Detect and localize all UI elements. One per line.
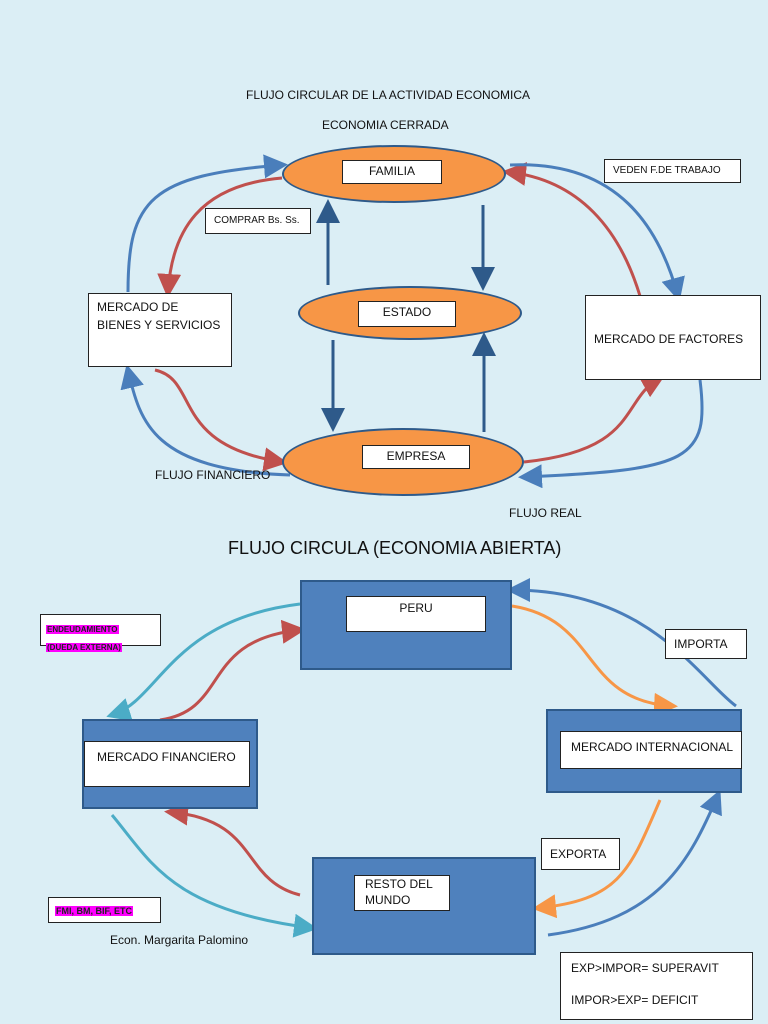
resto-mundo-node: RESTO DEL MUNDO — [312, 857, 536, 955]
empresa-node: EMPRESA — [282, 428, 524, 496]
flow-peru-to-financiero — [106, 602, 301, 722]
flow-internacional-to-resto — [532, 799, 662, 919]
mercado-internacional-label: MERCADO INTERNACIONAL — [560, 731, 742, 769]
author-label: Econ. Margarita Palomino — [110, 933, 249, 947]
mercado-factores-box: MERCADO DE FACTORES — [585, 295, 761, 380]
flow-internacional-to-peru — [506, 578, 737, 708]
endeudamiento-text: ENDEUDAMIENTO — [46, 625, 119, 634]
comprar-box: COMPRAR Bs. Ss. — [205, 208, 311, 234]
estado-node: ESTADO — [298, 286, 522, 340]
flow-peru-to-internacional — [511, 604, 678, 717]
balance-box: EXP>IMPOR= SUPERAVIT IMPOR>EXP= DEFICIT — [560, 952, 753, 1020]
peru-node: PERU — [300, 580, 512, 670]
exporta-box: EXPORTA — [541, 838, 620, 870]
importa-box: IMPORTA — [665, 629, 747, 659]
flujo-real-label: FLUJO REAL — [509, 506, 582, 520]
flow-bienes-to-familia — [126, 154, 288, 293]
mercado-financiero-label: MERCADO FINANCIERO — [84, 741, 250, 787]
flow-bienes-to-empresa — [154, 368, 288, 472]
superavit-text: EXP>IMPOR= SUPERAVIT — [571, 961, 719, 975]
flow-factores-to-empresa — [518, 379, 704, 489]
estado-label: ESTADO — [358, 301, 456, 327]
veden-box: VEDEN F.DE TRABAJO — [604, 159, 741, 183]
flujo-financiero-label: FLUJO FINANCIERO — [155, 468, 271, 482]
deuda-externa-text: (DUEDA EXTERNA) — [46, 643, 122, 652]
deficit-text: IMPOR>EXP= DEFICIT — [571, 993, 699, 1007]
flow-familia-to-factores — [509, 163, 685, 302]
flow-empresa-to-bienes — [120, 364, 291, 477]
flow-resto-to-internacional — [547, 789, 722, 937]
mercado-bienes-box: MERCADO DE BIENES Y SERVICIOS — [88, 293, 232, 367]
flow-financiero-to-resto — [110, 814, 318, 938]
closed-subtitle: ECONOMIA CERRADA — [322, 118, 449, 132]
flow-empresa-to-factores — [523, 375, 666, 464]
flow-financiero-to-peru — [159, 619, 306, 722]
open-title: FLUJO CIRCULA (ECONOMIA ABIERTA) — [228, 538, 562, 558]
fmi-box: FMI, BM, BIF, ETC — [48, 897, 161, 923]
resto-mundo-label: RESTO DEL MUNDO — [354, 875, 450, 911]
familia-label: FAMILIA — [342, 160, 442, 184]
peru-label: PERU — [346, 596, 486, 632]
endeudamiento-box: ENDEUDAMIENTO (DUEDA EXTERNA) — [40, 614, 161, 652]
familia-node: FAMILIA — [282, 145, 506, 203]
mercado-internacional-node: MERCADO INTERNACIONAL — [546, 709, 742, 793]
flow-familia-to-bienes — [157, 176, 283, 298]
flow-factores-to-familia — [502, 162, 642, 297]
fmi-text: FMI, BM, BIF, ETC — [55, 906, 133, 916]
closed-title: FLUJO CIRCULAR DE LA ACTIVIDAD ECONOMICA — [246, 88, 531, 102]
mercado-financiero-node: MERCADO FINANCIERO — [82, 719, 258, 809]
flow-resto-to-financiero — [164, 801, 301, 897]
empresa-label: EMPRESA — [362, 445, 470, 469]
